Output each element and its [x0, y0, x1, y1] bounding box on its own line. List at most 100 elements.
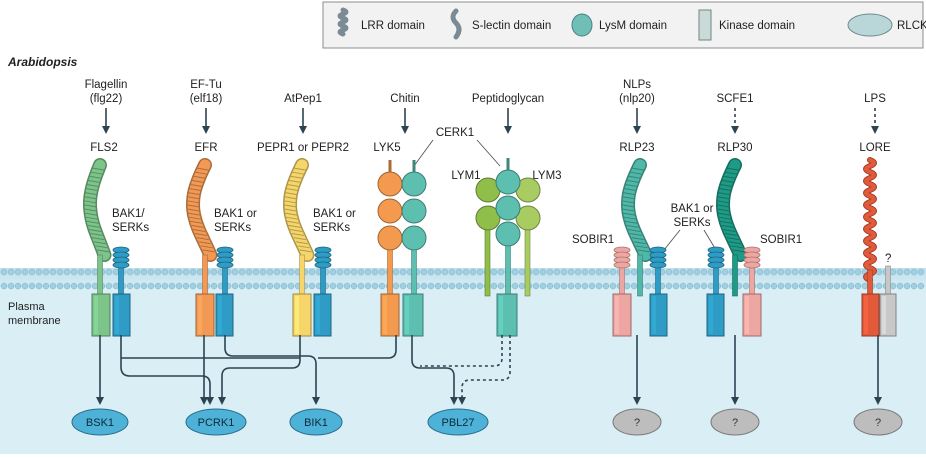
unknown-coreceptor-kinase: [879, 293, 897, 337]
sobir1-right: [743, 246, 761, 297]
link-cerk1-bik1: [318, 335, 397, 359]
link-cerk1-pbl27: [411, 335, 458, 405]
bak1-rlp-pointers: [663, 229, 717, 251]
slectin-legend-icon: [450, 8, 462, 40]
coreceptor-pepr-bak1-2: SERKs: [313, 222, 350, 234]
bak1-pepr: [314, 246, 332, 297]
bak1-rlp23: [649, 246, 667, 297]
rlck-pbl27: [427, 408, 489, 436]
bak1-rlp30: [707, 246, 725, 297]
coreceptor-efr-bak1-1: BAK1 or: [214, 208, 257, 220]
coreceptor-sobir1-left: SOBIR1: [572, 234, 614, 246]
lrr-legend-icon: [337, 7, 349, 37]
rlck-unknown-rlp30-label: ?: [732, 417, 738, 429]
bak1-rlp23-kinase: [649, 293, 668, 337]
coreceptor-rlp-bak1-2: SERKs: [673, 217, 710, 229]
ligand-peptidoglycan: Peptidoglycan: [472, 93, 544, 105]
coreceptor-bak1-serks-2: SERKs: [112, 222, 149, 234]
rlck-legend-icon: [847, 13, 893, 37]
pepr-ectodomain: [282, 158, 315, 262]
efr-ectodomain: [185, 158, 218, 262]
rlp30-ectodomain: [715, 158, 748, 262]
receptor-cerk1: CERK1: [436, 127, 474, 139]
legend: LRR domain S-lectin domain LysM domain K…: [322, 1, 926, 49]
ligand-elf18: (elf18): [190, 93, 223, 105]
rlck-unknown-lore-label: ?: [875, 417, 881, 429]
receptor-efr: EFR: [195, 142, 218, 154]
link-efr-bak1-bik1: [224, 335, 320, 405]
bak1-efr: [216, 246, 234, 297]
sobir1-right-kinase: [742, 293, 762, 337]
rlck-pcrk1-label: PCRK1: [198, 417, 235, 429]
coreceptor-unknown: ?: [885, 253, 891, 265]
rlck-unknown-rlp30: [710, 408, 760, 436]
rlck-pcrk1: [185, 408, 247, 436]
ligand-chitin: Chitin: [390, 93, 419, 105]
pepr-kinase: [292, 293, 312, 337]
legend-box: [322, 1, 924, 49]
receptor-lyk5: LYK5: [373, 142, 400, 154]
fls2-ectodomain: [83, 158, 112, 262]
coreceptor-efr-bak1-2: SERKs: [214, 222, 251, 234]
cerk1-lysm-domains: [401, 160, 427, 297]
cerk1-pointers: [413, 139, 501, 167]
rlck-bik1-label: BIK1: [304, 417, 328, 429]
rlp23-ectodomain: [620, 158, 653, 262]
ligand-flg22: (flg22): [90, 93, 123, 105]
ligand-arrows: [102, 108, 879, 134]
efr-kinase: [195, 293, 215, 337]
ligand-ef-tu: EF-Tu: [190, 79, 222, 91]
legend-lysm-label: LysM domain: [599, 20, 667, 32]
ligand-atpep1: AtPep1: [284, 93, 322, 105]
coreceptor-pepr-bak1-1: BAK1 or: [313, 208, 356, 220]
ligand-lps: LPS: [864, 93, 886, 105]
coreceptor-rlp-bak1-1: BAK1 or: [671, 203, 714, 215]
rlck-bik1: [289, 408, 343, 436]
coreceptor-bak1-serks-1: BAK1/: [112, 208, 145, 220]
receptor-shapes: [83, 157, 897, 337]
membrane-label-line2: membrane: [8, 315, 61, 327]
link-bak1-pcrk1: [120, 335, 214, 405]
lore-kinase: [861, 293, 880, 337]
legend-kinase-label: Kinase domain: [719, 20, 795, 32]
rlck-bsk1-label: BSK1: [86, 417, 114, 429]
link-pepr-pcrk1: [218, 335, 301, 405]
fls2-kinase: [91, 293, 111, 337]
lyk5-kinase: [380, 293, 400, 337]
ligand-nlps: NLPs: [623, 79, 651, 91]
ligand-scfe1: SCFE1: [716, 93, 753, 105]
rlck-unknown-rlp23: [612, 408, 662, 436]
receptor-fls2: FLS2: [90, 142, 118, 154]
receptor-lym3: LYM3: [532, 170, 561, 182]
cerk1-lym-kinase: [496, 293, 518, 337]
lym-complex: [475, 158, 541, 297]
organism-label: Arabidopsis: [7, 55, 78, 69]
receptor-lore: LORE: [859, 142, 891, 154]
bak1-pepr-kinase: [313, 293, 332, 337]
lore-slectin-domain: [863, 157, 877, 297]
rlck-bsk1: [71, 408, 129, 436]
bak1-efr-kinase: [215, 293, 234, 337]
signaling-connectors: [96, 335, 882, 405]
sobir1-left: [613, 246, 631, 297]
receptor-lym1: LYM1: [451, 170, 480, 182]
sobir1-left-kinase: [612, 293, 632, 337]
kinase-legend-icon: [698, 9, 712, 41]
legend-rlck-label: RLCK: [897, 20, 926, 32]
lyk5-lysm-domains: [377, 160, 403, 297]
bak1-fls2-kinase: [112, 293, 131, 337]
unknown-coreceptor: [885, 265, 891, 297]
receptor-rlp23: RLP23: [619, 142, 654, 154]
rlck-pbl27-label: PBL27: [441, 417, 474, 429]
rlck-unknown-lore: [853, 408, 903, 436]
legend-slectin-label: S-lectin domain: [472, 20, 551, 32]
receptor-pepr: PEPR1 or PEPR2: [257, 142, 349, 154]
receptor-rlp30: RLP30: [717, 142, 752, 154]
legend-lrr-label: LRR domain: [361, 20, 425, 32]
rlck-row: BSK1 PCRK1 BIK1 PBL27 ? ? ?: [71, 408, 903, 436]
cerk1-kinase: [402, 293, 424, 337]
plasma-membrane: [0, 268, 926, 454]
ligand-flagellin: Flagellin: [85, 79, 128, 91]
coreceptor-sobir1-right: SOBIR1: [760, 234, 802, 246]
